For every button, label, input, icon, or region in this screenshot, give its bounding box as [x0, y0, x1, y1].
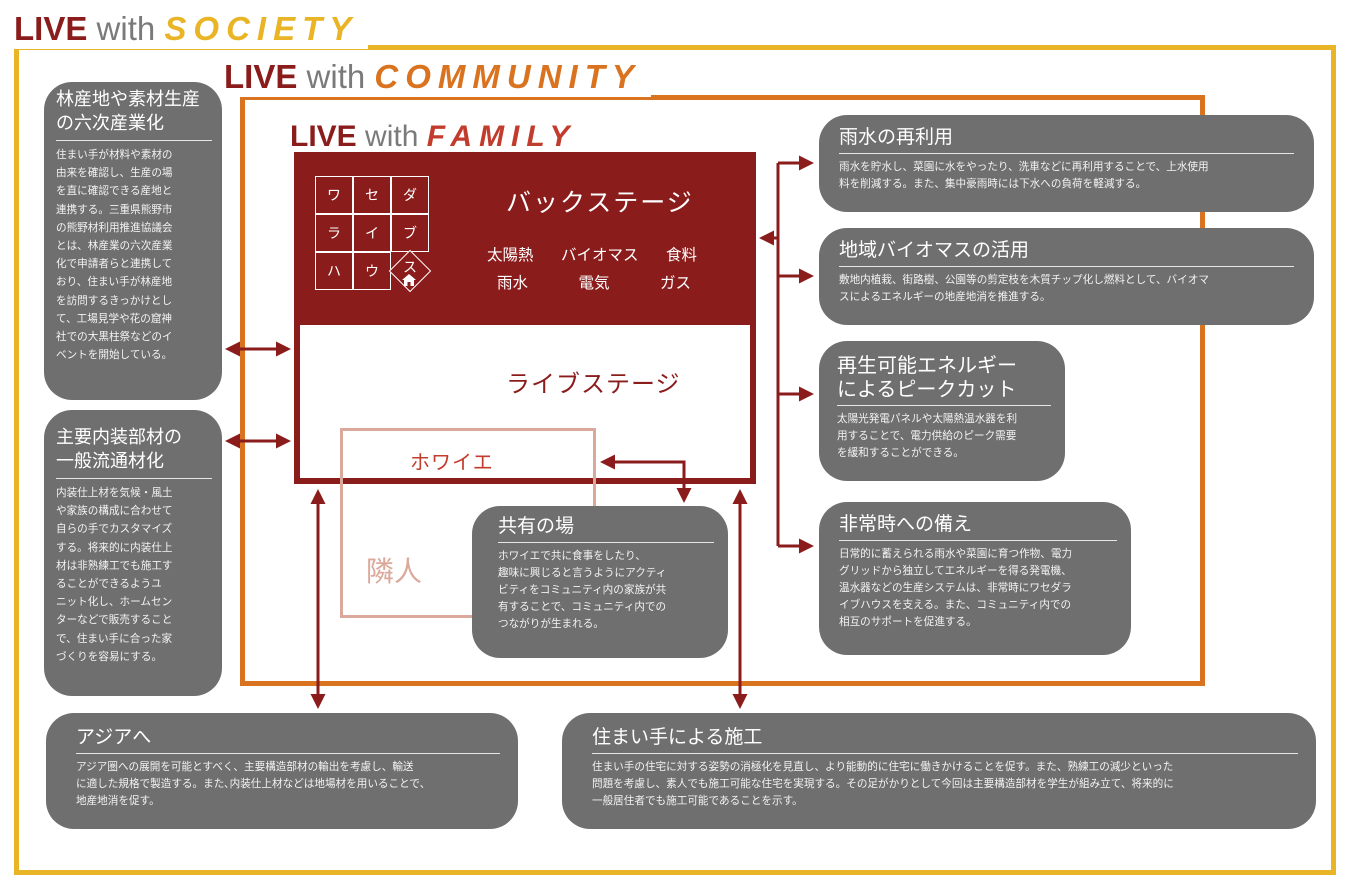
backstage-resources-row1: 太陽熱 バイオマス 食料 — [487, 243, 697, 265]
community-live-word: LIVE — [224, 58, 298, 95]
backstage-resources-row2: 雨水 電気 ガス — [497, 271, 691, 293]
shared-card: 共有の場 ホワイエで共に食事をしたり、 趣味に興じると言うようにアクティ ビティ… — [472, 506, 728, 658]
family-with-word: with — [365, 120, 419, 153]
card-divider — [592, 753, 1298, 754]
neighbor-label: 隣人 — [366, 555, 423, 588]
resource-food: 食料 — [665, 246, 697, 264]
rain-card: 雨水の再利用 雨水を貯水し、菜園に水をやったり、洗車などに再利用することで、上水… — [819, 115, 1314, 212]
society-heading: LIVE with SOCIETY — [0, 6, 369, 49]
community-frame — [240, 95, 1205, 686]
livestage-title: ライブステージ — [506, 370, 681, 398]
grid-cell-su: ス — [403, 260, 417, 276]
community-heading: LIVE with COMMUNITY — [216, 56, 651, 97]
society-frame — [14, 45, 1336, 875]
card-title: 共有の場 — [498, 515, 575, 537]
interior-card: 主要内装部材の 一般流通材化 内装仕上材を気候・風土 や家族の構成に合わせて 自… — [44, 410, 222, 696]
card-divider — [56, 478, 212, 479]
grid-cell: イ — [353, 214, 391, 252]
card-title: 非常時への備え — [839, 513, 973, 535]
card-title: 林産地や素材生産 の六次産業化 — [56, 89, 200, 134]
forest-card: 林産地や素材生産 の六次産業化 住まい手が材料や素材の 由来を確認し、生産の場 … — [44, 82, 222, 400]
card-body: 敷地内植栽、街路樹、公園等の剪定枝を木質チップ化し燃料として、バイオマ スによる… — [839, 274, 1209, 303]
grid-cell: ラ — [315, 214, 353, 252]
resource-biomass: バイオマス — [560, 246, 639, 264]
diy-card: 住まい手による施工 住まい手の住宅に対する姿勢の消極化を見直し、より能動的に住宅… — [562, 713, 1316, 829]
card-title: 雨水の再利用 — [839, 126, 954, 148]
card-title: 主要内装部材の 一般流通材化 — [56, 427, 182, 472]
card-divider — [76, 753, 500, 754]
card-body: 内装仕上材を気候・風土 や家族の構成に合わせて 自らの手でカスタマイズ する。将… — [56, 487, 173, 663]
asia-card: アジアへ アジア圏への展開を可能とすべく、主要構造部材の輸出を考慮し、輸送 に適… — [46, 713, 518, 829]
card-body: ホワイエで共に食事をしたり、 趣味に興じると言うようにアクティ ビティをコミュニ… — [498, 550, 667, 630]
card-divider — [498, 542, 714, 543]
card-divider — [839, 153, 1294, 154]
family-word: FAMILY — [426, 120, 577, 153]
card-divider — [837, 405, 1051, 406]
resource-electricity: 電気 — [578, 274, 610, 292]
grid-cell: ハ — [315, 252, 353, 290]
house-icon — [401, 272, 417, 286]
card-title: アジアへ — [76, 726, 152, 748]
card-title: 住まい手による施工 — [592, 726, 763, 748]
card-divider — [839, 266, 1294, 267]
foyer-label: ホワイエ — [410, 450, 494, 474]
society-with-word: with — [96, 10, 156, 47]
grid-cell: ワ — [315, 176, 353, 214]
card-body: 住まい手が材料や素材の 由来を確認し、生産の場 を直に確認できる産地と 連携する… — [56, 149, 173, 362]
family-live-word: LIVE — [290, 120, 357, 153]
card-body: 雨水を貯水し、菜園に水をやったり、洗車などに再利用することで、上水使用 料を削減… — [839, 161, 1209, 190]
backstage-title: バックステージ — [506, 188, 694, 217]
grid-cell: セ — [353, 176, 391, 214]
community-word: COMMUNITY — [374, 58, 641, 95]
renewable-card: 再生可能エネルギー によるピークカット 太陽光発電パネルや太陽熱温水器を利 用す… — [819, 341, 1065, 481]
biomass-card: 地域バイオマスの活用 敷地内植栽、街路樹、公園等の剪定枝を木質チップ化し燃料とし… — [819, 228, 1314, 325]
card-title: 地域バイオマスの活用 — [839, 239, 1030, 261]
family-heading: LIVE with FAMILY — [290, 122, 577, 152]
community-with-word: with — [306, 58, 366, 95]
emergency-card: 非常時への備え 日常的に蓄えられる雨水や菜園に育つ作物、電力 グリッドから独立し… — [819, 502, 1131, 655]
backstage-area — [294, 152, 756, 325]
resource-gas: ガス — [659, 274, 691, 292]
card-body: 日常的に蓄えられる雨水や菜園に育つ作物、電力 グリッドから独立してエネルギーを得… — [839, 548, 1073, 628]
card-divider — [56, 140, 212, 141]
resource-rainwater: 雨水 — [497, 274, 529, 292]
card-title: 再生可能エネルギー によるピークカット — [837, 353, 1017, 401]
card-body: 住まい手の住宅に対する姿勢の消極化を見直し、より能動的に住宅に働きかけることを促… — [592, 761, 1174, 807]
society-live-word: LIVE — [14, 10, 88, 47]
arrow-foyer-shared — [600, 454, 692, 503]
card-body: 太陽光発電パネルや太陽熱温水器を利 用することで、電力供給のピーク需要 を緩和す… — [837, 413, 1018, 459]
resource-solar-heat: 太陽熱 — [487, 246, 534, 264]
grid-cell: ダ — [391, 176, 429, 214]
card-divider — [839, 540, 1117, 541]
waseda-live-house-grid: ワ セ ダ ラ イ ブ ハ ウ ス — [315, 176, 432, 293]
society-word: SOCIETY — [164, 10, 359, 47]
card-body: アジア圏への展開を可能とすべく、主要構造部材の輸出を考慮し、輸送 に適した規格で… — [76, 761, 426, 807]
